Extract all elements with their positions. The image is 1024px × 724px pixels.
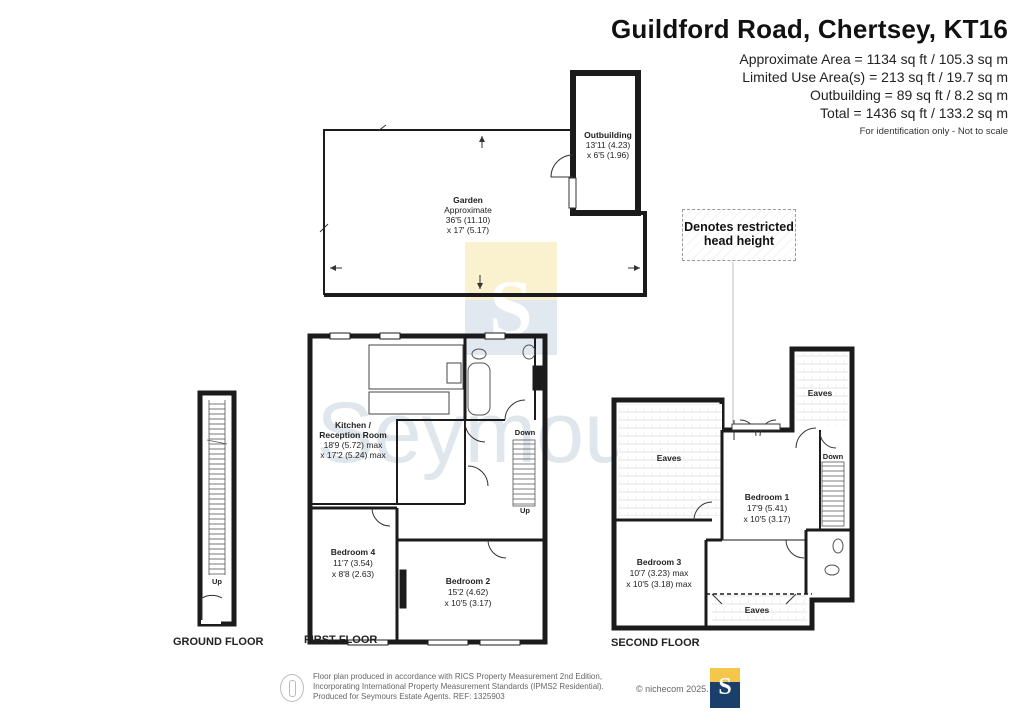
second-floor-title: SECOND FLOOR [611, 637, 700, 649]
second-floor-plan [611, 346, 855, 631]
area-total: Total = 1436 sq ft / 133.2 sq m [820, 105, 1008, 121]
bedroom1-dim-2: x 10'5 (3.17) [744, 514, 791, 524]
area-approximate: Approximate Area = 1134 sq ft / 105.3 sq… [739, 51, 1008, 67]
footer-line-1: Floor plan produced in accordance with R… [313, 672, 603, 681]
eaves-label-bottom: Eaves [745, 605, 770, 615]
first-floor-down-label: Down [515, 428, 536, 437]
garden-label: Garden [453, 195, 483, 205]
bedroom3-dim-2: x 10'5 (3.18) max [626, 579, 692, 589]
bedroom2-dim-2: x 10'5 (3.17) [445, 598, 492, 608]
bedroom4-dim-2: x 8'8 (2.63) [332, 569, 374, 579]
second-floor-down-label: Down [823, 452, 844, 461]
bedroom4-label: Bedroom 4 [331, 547, 376, 557]
ground-floor-title: GROUND FLOOR [173, 636, 263, 648]
area-summary: Approximate Area = 1134 sq ft / 105.3 sq… [739, 50, 1008, 137]
seymours-logo: S [710, 668, 740, 708]
restricted-height-legend: Denotes restricted head height [682, 209, 796, 261]
bedroom1-dim-1: 17'9 (5.41) [747, 503, 788, 513]
legend-line-1: Denotes restricted [684, 220, 794, 234]
eaves-label-right: Eaves [808, 388, 833, 398]
outbuilding-label: Outbuilding [584, 130, 632, 140]
kitchen-dim-1: 18'9 (5.72) max [324, 440, 384, 450]
logo-letter: S [718, 674, 732, 700]
bedroom2-dim-1: 15'2 (4.62) [448, 587, 489, 597]
garden-dim-3: x 17' (5.17) [447, 225, 489, 235]
outbuilding-dim-2: x 6'5 (1.96) [587, 150, 629, 160]
footer-line-3: Produced for Seymours Estate Agents. REF… [313, 692, 505, 701]
legend-line-2: head height [703, 234, 775, 248]
first-floor-up-label: Up [520, 506, 530, 515]
kitchen-label-1: Kitchen / [335, 420, 372, 430]
ground-floor-up-label: Up [212, 577, 222, 586]
footer-text: Floor plan produced in accordance with R… [313, 672, 604, 702]
area-outbuilding: Outbuilding = 89 sq ft / 8.2 sq m [809, 87, 1008, 103]
kitchen-dim-2: x 17'2 (5.24) max [320, 450, 386, 460]
outbuilding-dim-1: 13'11 (4.23) [586, 140, 631, 150]
first-floor-title: FIRST FLOOR [304, 634, 377, 646]
fingerprint-icon [280, 674, 304, 702]
eaves-label-left: Eaves [657, 453, 682, 463]
bedroom1-label: Bedroom 1 [745, 492, 790, 502]
ground-floor-plan [197, 390, 237, 627]
property-title: Guildford Road, Chertsey, KT16 [610, 14, 1008, 44]
area-limited-use: Limited Use Area(s) = 213 sq ft / 19.7 s… [742, 69, 1008, 85]
outbuilding [550, 70, 641, 216]
bedroom3-label: Bedroom 3 [637, 557, 682, 567]
bedroom2-label: Bedroom 2 [446, 576, 491, 586]
nichecom-credit: © nichecom 2025. [636, 684, 709, 694]
bedroom3-dim-1: 10'7 (3.23) max [630, 568, 690, 578]
garden-dim-2: 36'5 (11.10) [446, 215, 491, 225]
garden-dim-1: Approximate [444, 205, 492, 215]
first-floor-plan [307, 332, 548, 646]
footer-line-2: Incorporating International Property Mea… [313, 682, 604, 691]
bedroom4-dim-1: 11'7 (3.54) [333, 558, 373, 568]
kitchen-label-2: Reception Room [319, 430, 387, 440]
scale-note: For identification only - Not to scale [859, 126, 1008, 137]
